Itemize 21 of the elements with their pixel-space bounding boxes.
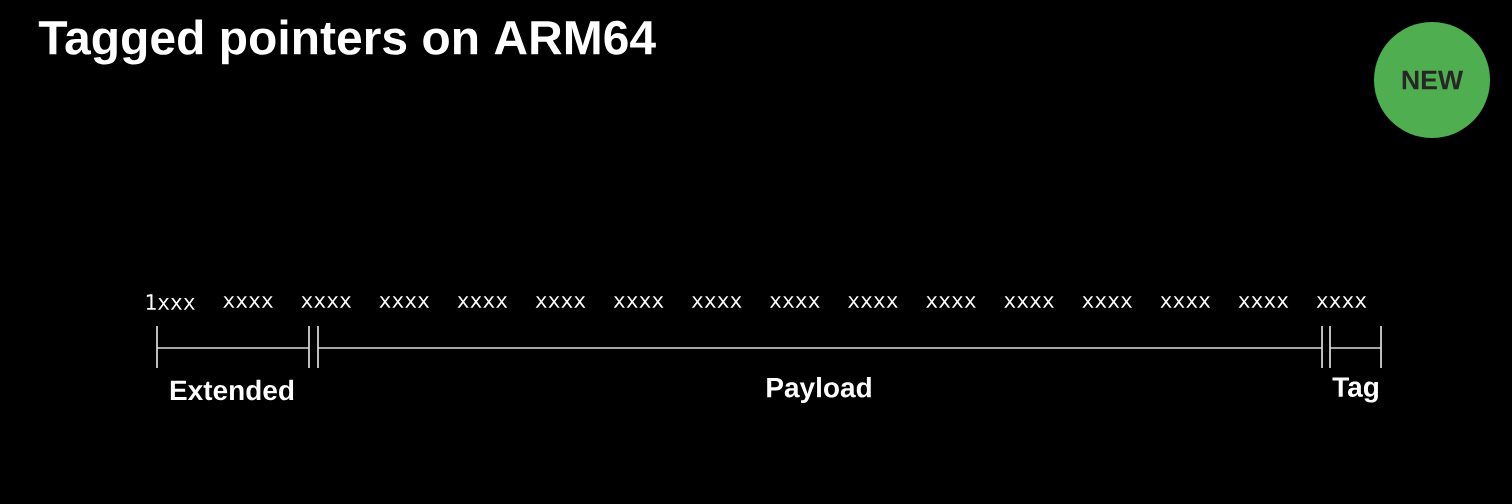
bit-group: xxxx (1238, 296, 1289, 308)
bit-group: xxxx (1004, 296, 1054, 308)
bit-group: xxxx (457, 296, 508, 308)
field-label: Tag (1332, 377, 1378, 403)
bit-group: xxxx (1316, 296, 1367, 308)
bit-group: xxxx (223, 296, 273, 308)
bit-group: xxxx (1082, 296, 1133, 308)
bit-group: xxxx (926, 296, 976, 308)
bit-group: xxxx (769, 296, 820, 308)
title: Tagged pointers on ARM64 (38, 19, 656, 65)
bit-group: xxxx (301, 296, 352, 308)
bit-group: xxxx (613, 296, 664, 308)
bit-group: xxxx (535, 296, 586, 308)
bit-group: xxxx (691, 296, 742, 308)
field-label: Payload (767, 376, 871, 404)
new-badge: NEW (1374, 22, 1490, 138)
bit-group: xxxx (379, 296, 430, 308)
bit-group: xxxx (848, 296, 898, 308)
bit-group: xxxx (1160, 296, 1211, 308)
field-label: Extended (170, 379, 294, 401)
bit-group: 1xxx (146, 294, 195, 310)
